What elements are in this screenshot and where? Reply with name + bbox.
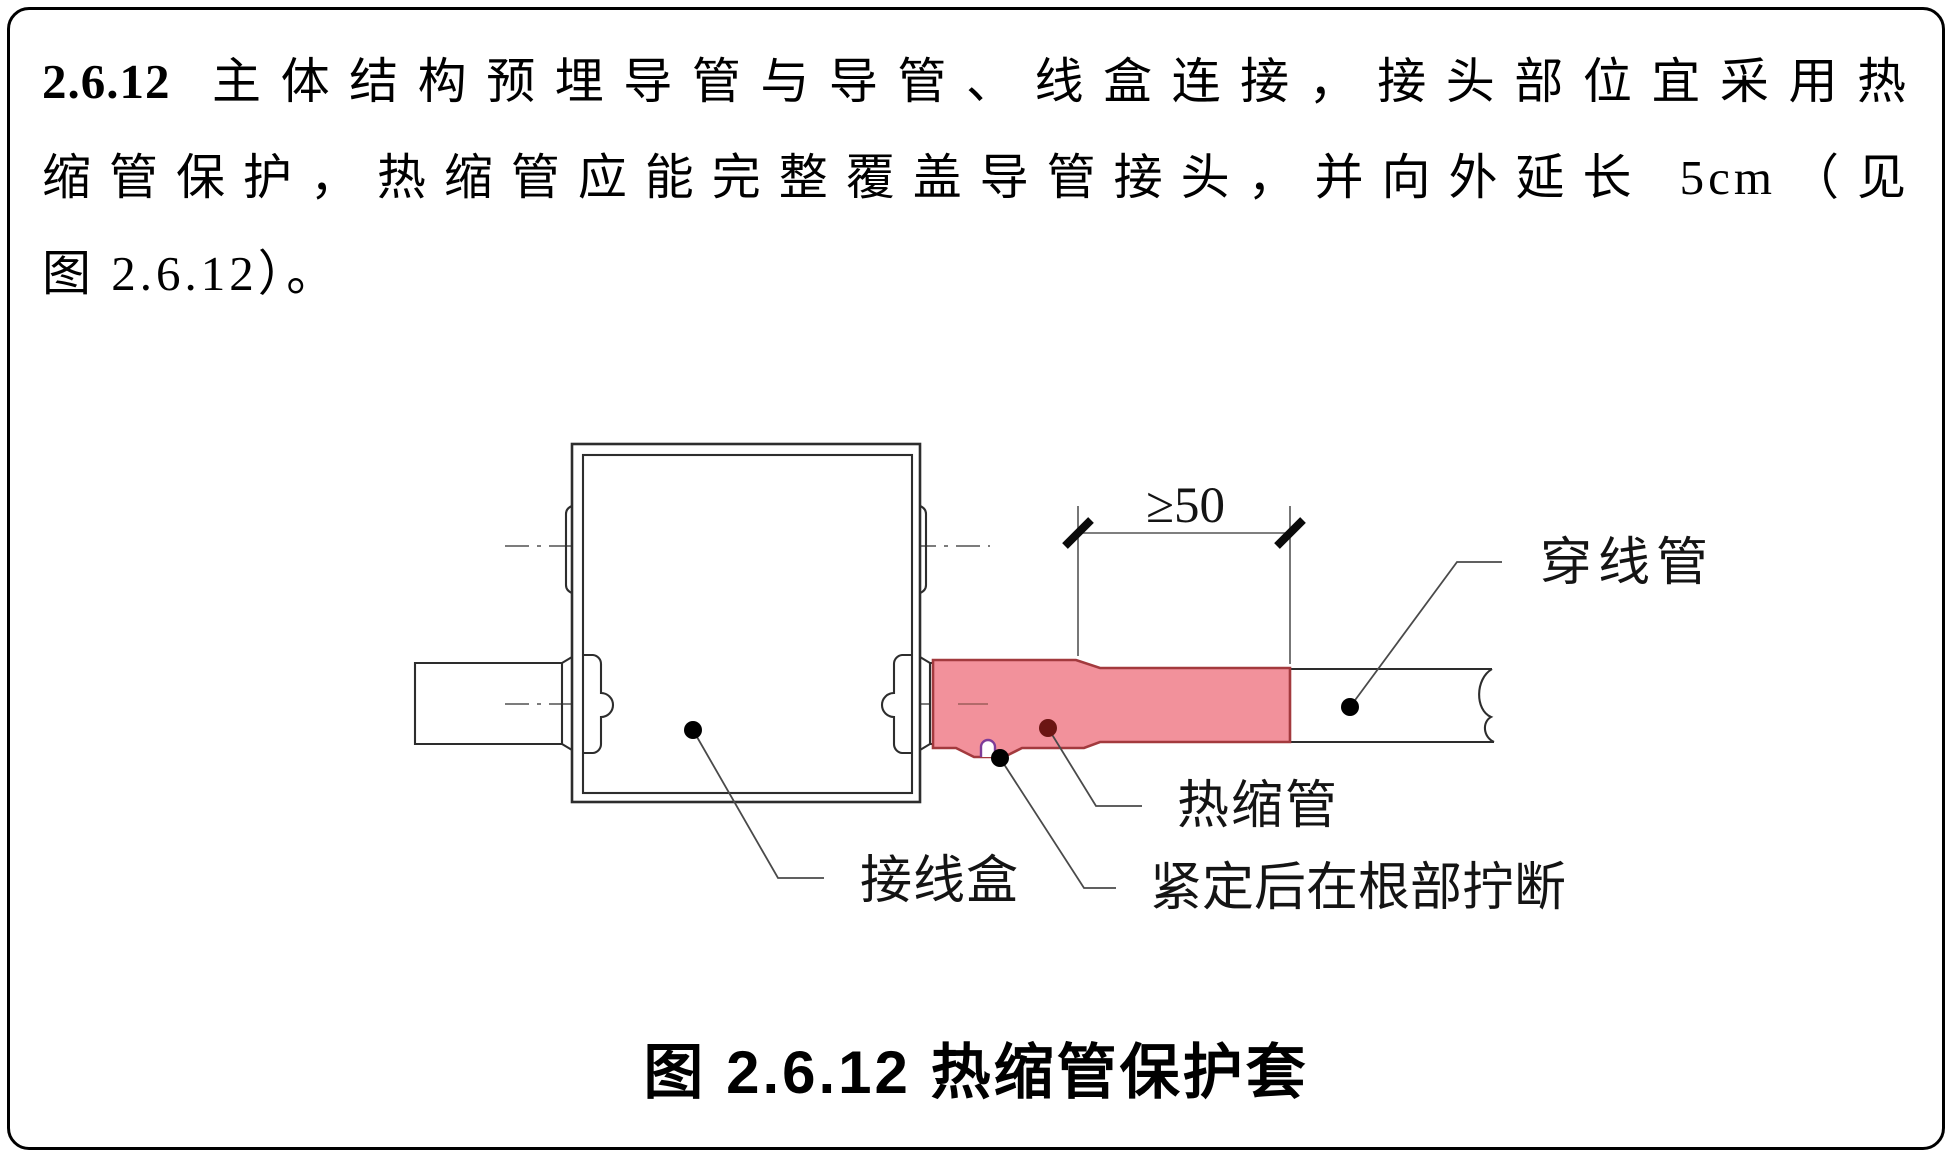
dimension-label: ≥50: [1146, 478, 1225, 534]
heat-shrink-tube-body: [931, 658, 1292, 759]
clause-line-3: 图 2.6.12）。: [42, 246, 340, 301]
leader-line-twist-off: [999, 757, 1116, 889]
clause-number: 2.6.12: [42, 54, 171, 109]
knockout-tab-right: [919, 505, 928, 594]
dimension-tick-right: [1274, 517, 1306, 549]
right-stub-top: [919, 656, 933, 665]
junction-box-outer-wall: [570, 442, 922, 804]
leader-dot-junction-box: [684, 721, 702, 739]
figure-caption: 图 2.6.12 热缩管保护套: [643, 1039, 1309, 1106]
label-conduit: 穿线管: [1540, 535, 1714, 592]
dimension-tick-left: [1062, 517, 1094, 549]
leader-dot-twist-off: [991, 749, 1009, 767]
right-stub-bottom: [919, 742, 933, 751]
conduit-connector-right: [880, 653, 912, 755]
leader-line-conduit: [1349, 561, 1502, 708]
left-stub-outline: [413, 656, 573, 751]
leader-junction-box: 接线盒: [684, 721, 1019, 910]
junction-box-inner-wall: [581, 453, 914, 795]
leader-heat-shrink: 热缩管: [1039, 719, 1339, 835]
leader-line-heat-shrink: [1047, 727, 1142, 807]
conduit-broken-end: [1478, 668, 1495, 743]
leader-twist-off: 紧定后在根部拧断: [991, 749, 1566, 917]
label-junction-box: 接线盒: [860, 853, 1019, 910]
clause-line-1-text: 主体结构预埋导管与导管、线盒连接，接头部位宜采用热: [196, 54, 1910, 109]
leader-conduit: 穿线管: [1341, 535, 1714, 716]
leader-line-junction-box: [692, 729, 824, 879]
conduit-pipe: [1290, 667, 1495, 744]
left-stub-conduit: [413, 656, 573, 751]
label-heat-shrink-tube: 热缩管: [1177, 778, 1339, 835]
conduit-connector-left: [583, 653, 615, 755]
leader-dot-heat-shrink: [1039, 719, 1057, 737]
dimension-50: ≥50: [1062, 478, 1306, 664]
knockout-tab-left: [564, 505, 573, 594]
twist-off-nub: [979, 738, 997, 757]
label-twist-off-note: 紧定后在根部拧断: [1150, 860, 1566, 917]
junction-box: [564, 442, 928, 804]
clause-line-1: 2.6.12 主体结构预埋导管与导管、线盒连接，接头部位宜采用热: [42, 34, 1910, 130]
clause-paragraph: 2.6.12 主体结构预埋导管与导管、线盒连接，接头部位宜采用热 缩管保护，热缩管…: [42, 34, 1910, 322]
leader-dot-conduit: [1341, 698, 1359, 716]
heat-shrink-tube: [931, 658, 1292, 759]
clause-line-2: 缩管保护，热缩管应能完整覆盖导管接头，并向外延长 5cm（见: [42, 150, 1910, 205]
